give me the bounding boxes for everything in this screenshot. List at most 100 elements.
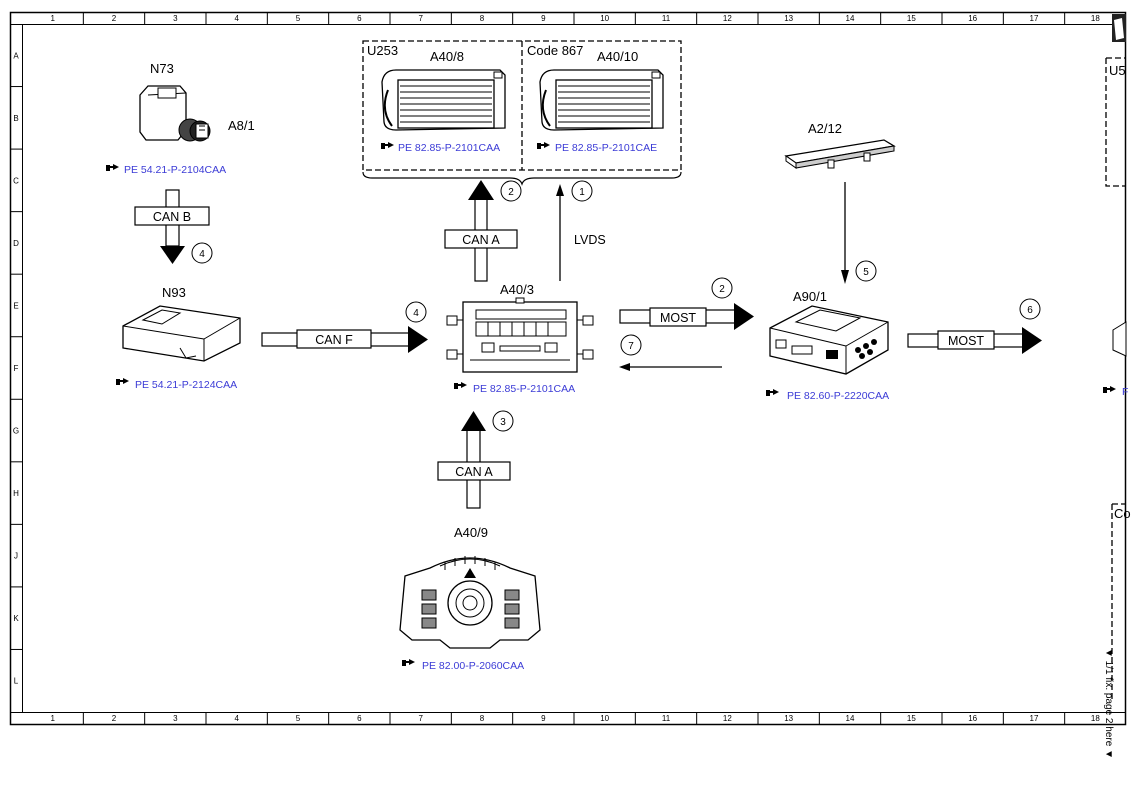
group-label-code867: Code 867 xyxy=(527,43,583,58)
column-label: 2 xyxy=(112,14,117,23)
column-label: 9 xyxy=(541,714,546,723)
diagram-frame xyxy=(9,11,1127,726)
a90-1-reference-link[interactable]: PE 82.60-P-2220CAA xyxy=(787,390,889,402)
column-label: 1 xyxy=(50,714,55,723)
a40-9-reference-link[interactable]: PE 82.00-P-2060CAA xyxy=(422,660,524,672)
display-group-box: U253 Code 867 xyxy=(362,40,682,186)
can-f-label: CAN F xyxy=(315,333,353,347)
column-label: 8 xyxy=(480,14,485,23)
most-connection-2: MOST 6 xyxy=(907,298,1042,354)
column-label: 7 xyxy=(418,14,423,23)
column-label: 16 xyxy=(968,14,977,23)
group-label-co-partial: Co xyxy=(1114,506,1131,521)
n93-gateway: N93 PE 54.21-P-2124CAA xyxy=(116,285,241,391)
right-edge-partials: U5 F Co ▼ 1/1 fix. page 2 here ▼ xyxy=(1103,14,1131,759)
pointing-hand-icon xyxy=(1103,386,1116,393)
a40-10-reference-link[interactable]: PE 82.85-P-2101CAE xyxy=(555,142,657,154)
pointing-hand-icon xyxy=(116,378,129,385)
row-label: L xyxy=(14,677,19,686)
control-panel-icon xyxy=(399,556,541,649)
connection-number: 2 xyxy=(508,187,514,198)
group-label-u253: U253 xyxy=(367,43,398,58)
most-2-label: MOST xyxy=(948,334,984,348)
row-label: E xyxy=(13,301,18,310)
n73-label: N73 xyxy=(150,61,174,76)
row-label: C xyxy=(13,176,19,185)
column-label: 3 xyxy=(173,14,178,23)
column-label: 5 xyxy=(296,714,301,723)
a40-8-label: A40/8 xyxy=(430,49,464,64)
column-label: 10 xyxy=(600,714,609,723)
connection-number: 3 xyxy=(500,417,506,428)
return-connection: 7 xyxy=(619,334,722,371)
ignition-switch-icon xyxy=(139,85,211,142)
a40-8-display: A40/8 PE 82.85-P-2101CAA xyxy=(381,49,506,154)
pointing-hand-icon xyxy=(454,382,467,389)
a2-12-label: A2/12 xyxy=(808,121,842,136)
column-label: 15 xyxy=(907,714,916,723)
column-label: 12 xyxy=(723,14,732,23)
column-label: 6 xyxy=(357,14,362,23)
pointing-hand-icon xyxy=(106,164,119,171)
column-label: 11 xyxy=(662,14,671,23)
column-label: 1 xyxy=(50,14,55,23)
column-label: 9 xyxy=(541,14,546,23)
column-label: 17 xyxy=(1030,14,1039,23)
column-label: 14 xyxy=(846,714,855,723)
row-label: F xyxy=(14,364,19,373)
column-label: 14 xyxy=(846,14,855,23)
column-label: 13 xyxy=(784,714,793,723)
column-label: 6 xyxy=(357,714,362,723)
control-unit-box-icon xyxy=(122,305,241,362)
head-unit-icon xyxy=(446,297,594,373)
connection-number: 2 xyxy=(719,284,725,295)
n93-reference-link[interactable]: PE 54.21-P-2124CAA xyxy=(135,379,237,391)
page-continuation-note: ▼ 1/1 fix. page 2 here ▼ xyxy=(1103,648,1114,759)
connection-number: 6 xyxy=(1027,305,1033,316)
can-f-connection: CAN F 4 xyxy=(261,301,428,353)
n73-reference-link[interactable]: PE 54.21-P-2104CAA xyxy=(124,164,226,176)
column-label: 12 xyxy=(723,714,732,723)
column-label: 5 xyxy=(296,14,301,23)
can-b-connection: CAN B 4 xyxy=(134,189,213,264)
row-label: J xyxy=(14,552,18,561)
tuner-box-icon xyxy=(769,305,889,375)
can-a-lower-label: CAN A xyxy=(455,465,493,479)
column-label: 13 xyxy=(784,14,793,23)
most-connection-1: MOST 2 xyxy=(619,277,754,330)
can-a-upper-connection: CAN A 2 xyxy=(444,180,522,282)
lvds-connection: LVDS 1 xyxy=(556,180,606,281)
a2-12-antenna: A2/12 5 xyxy=(784,121,896,284)
connection-number: 4 xyxy=(199,249,205,260)
display-unit-icon xyxy=(381,69,506,131)
column-label: 18 xyxy=(1091,714,1100,723)
a40-9-control-panel: A40/9 PE 82.00-P-2060CAA xyxy=(399,525,541,672)
a40-3-label: A40/3 xyxy=(500,282,534,297)
a40-8-reference-link[interactable]: PE 82.85-P-2101CAA xyxy=(398,142,500,154)
right-partial-reference-link[interactable]: F xyxy=(1122,386,1128,398)
pointing-hand-icon xyxy=(766,389,779,396)
column-label: 3 xyxy=(173,714,178,723)
display-unit-icon xyxy=(539,69,664,131)
column-label: 11 xyxy=(662,714,671,723)
can-a-upper-label: CAN A xyxy=(462,233,500,247)
most-1-label: MOST xyxy=(660,311,696,325)
column-label: 4 xyxy=(234,14,239,23)
connection-number: 1 xyxy=(579,187,585,198)
connection-number: 4 xyxy=(413,308,419,319)
row-label: K xyxy=(13,614,19,623)
column-label: 15 xyxy=(907,14,916,23)
a40-9-label: A40/9 xyxy=(454,525,488,540)
column-label: 18 xyxy=(1091,14,1100,23)
pointing-hand-icon xyxy=(381,142,394,149)
can-a-lower-connection: CAN A 3 xyxy=(437,410,514,509)
row-label: D xyxy=(13,239,19,248)
column-label: 8 xyxy=(480,714,485,723)
a40-3-reference-link[interactable]: PE 82.85-P-2101CAA xyxy=(473,383,575,395)
lvds-label: LVDS xyxy=(574,233,606,247)
row-label: A xyxy=(13,51,19,60)
